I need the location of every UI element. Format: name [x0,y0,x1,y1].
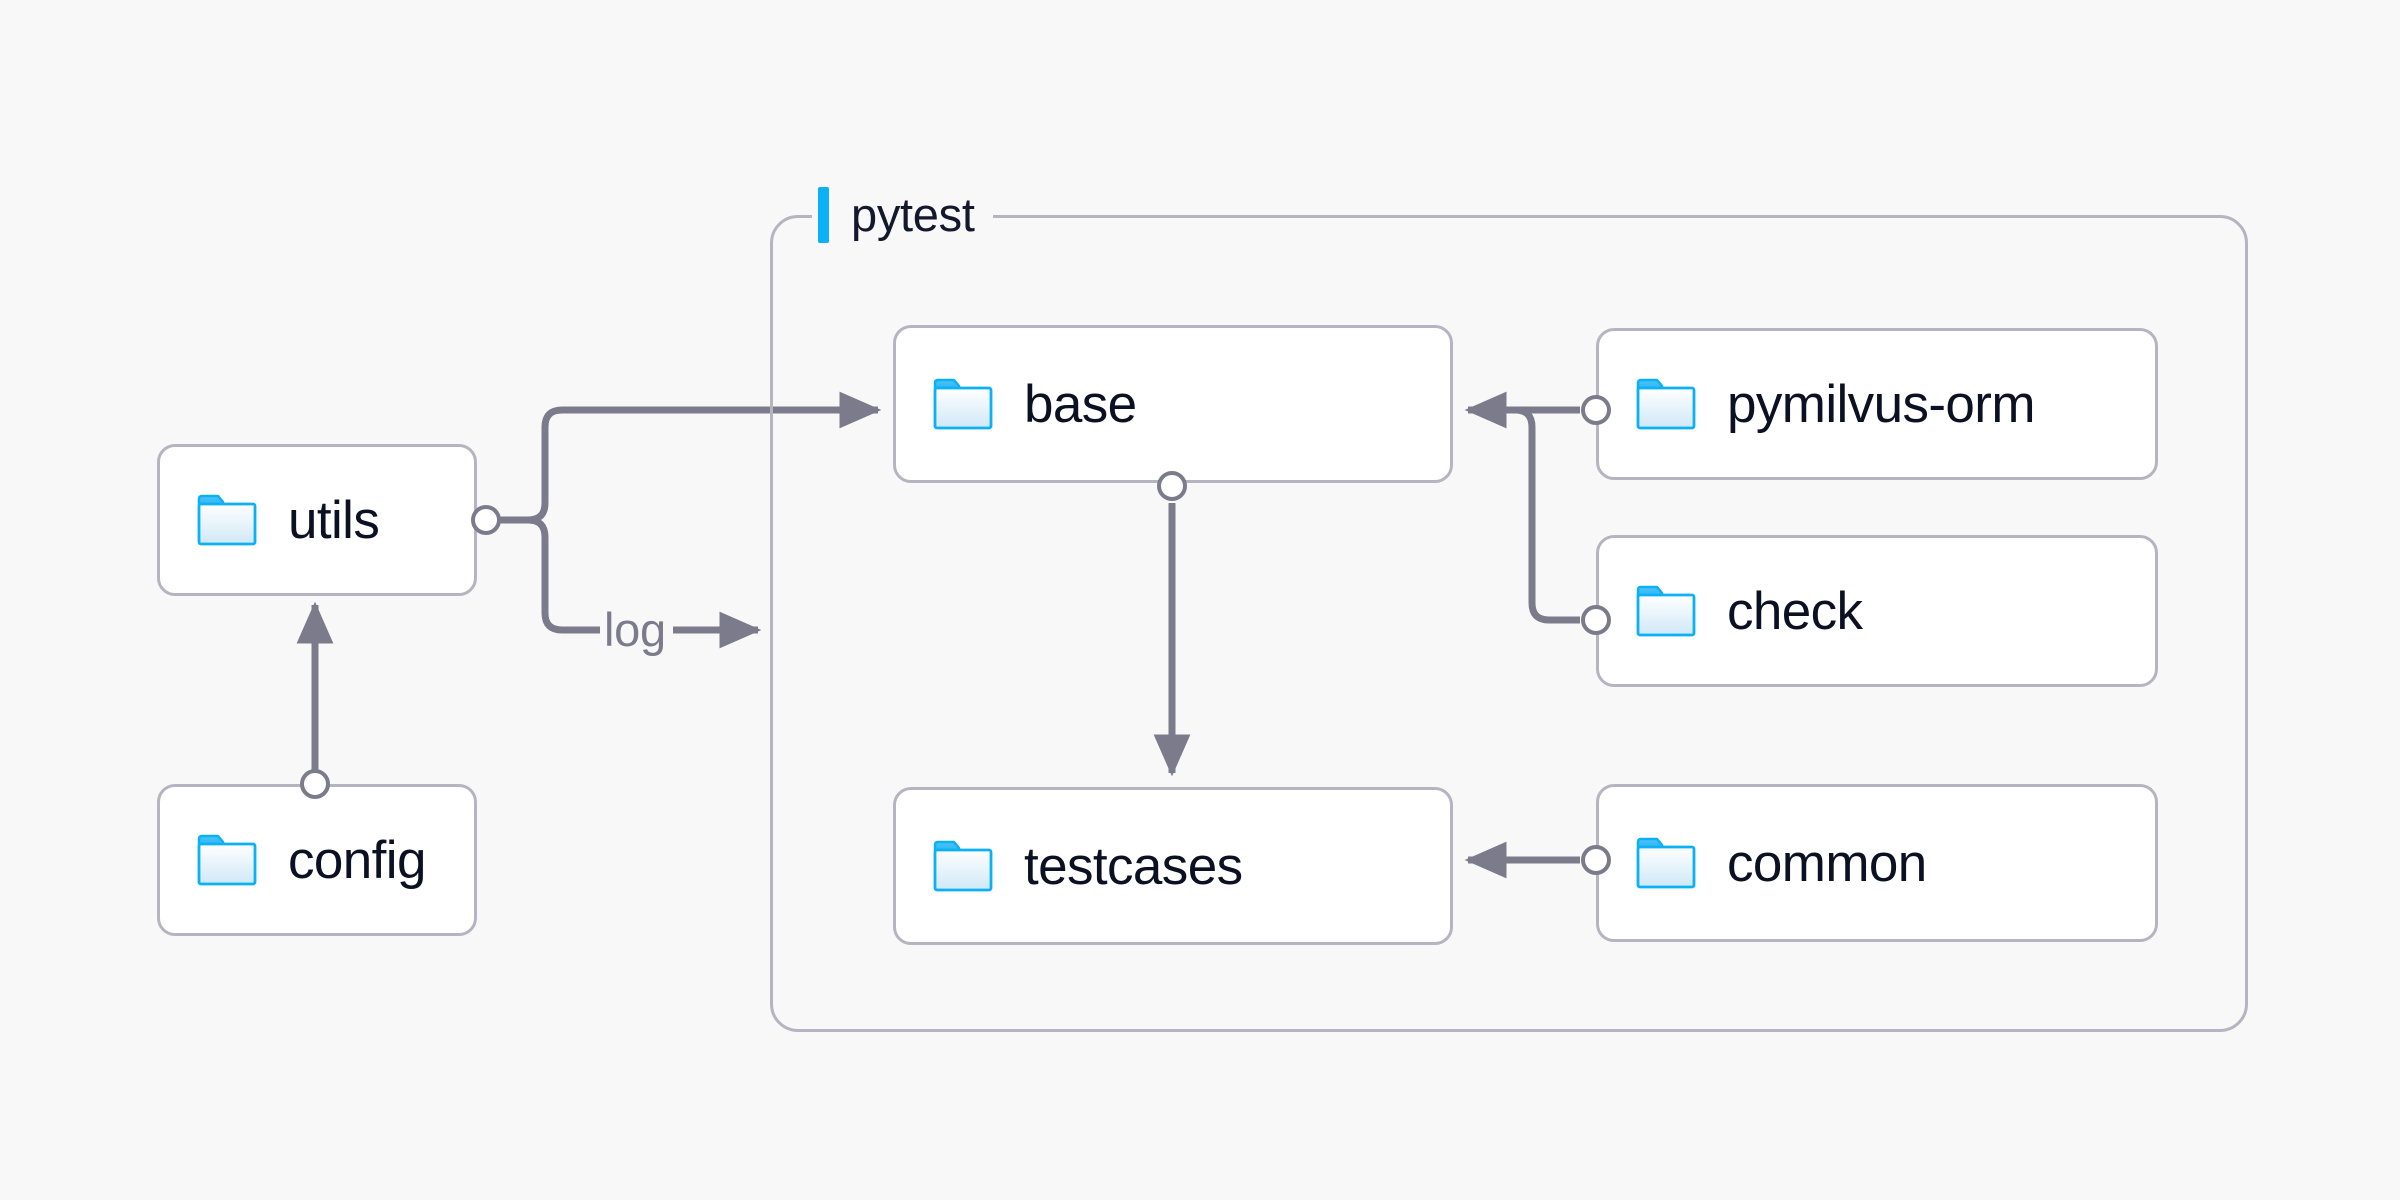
folder-icon [1636,585,1696,637]
folder-icon [1636,837,1696,889]
node-check[interactable]: check [1596,535,2158,687]
node-label: testcases [1024,836,1243,896]
port-check-left[interactable] [1581,605,1611,635]
folder-icon [197,834,257,886]
node-pymilvus-orm[interactable]: pymilvus-orm [1596,328,2158,480]
node-label: common [1727,833,1927,893]
node-label: pymilvus-orm [1727,374,2035,434]
node-label: config [288,830,426,890]
folder-icon [933,840,993,892]
port-utils-right[interactable] [471,505,501,535]
node-config[interactable]: config [157,784,477,936]
node-label: utils [288,490,380,550]
port-pymilvus-orm-left[interactable] [1581,395,1611,425]
port-base-bottom[interactable] [1157,471,1187,501]
port-common-left[interactable] [1581,845,1611,875]
edge-label-log: log [604,603,666,656]
port-config-top[interactable] [300,769,330,799]
node-utils[interactable]: utils [157,444,477,596]
node-label: base [1024,374,1137,434]
accent-bar-icon [818,187,829,243]
node-label: check [1727,581,1863,641]
node-common[interactable]: common [1596,784,2158,942]
node-base[interactable]: base [893,325,1453,483]
folder-icon [197,494,257,546]
folder-icon [1636,378,1696,430]
folder-icon [933,378,993,430]
group-pytest-container [770,215,2248,1032]
group-title-text: pytest [851,188,975,241]
edge-utils-to-log [527,516,600,634]
group-pytest-label: pytest [812,186,993,244]
node-testcases[interactable]: testcases [893,787,1453,945]
